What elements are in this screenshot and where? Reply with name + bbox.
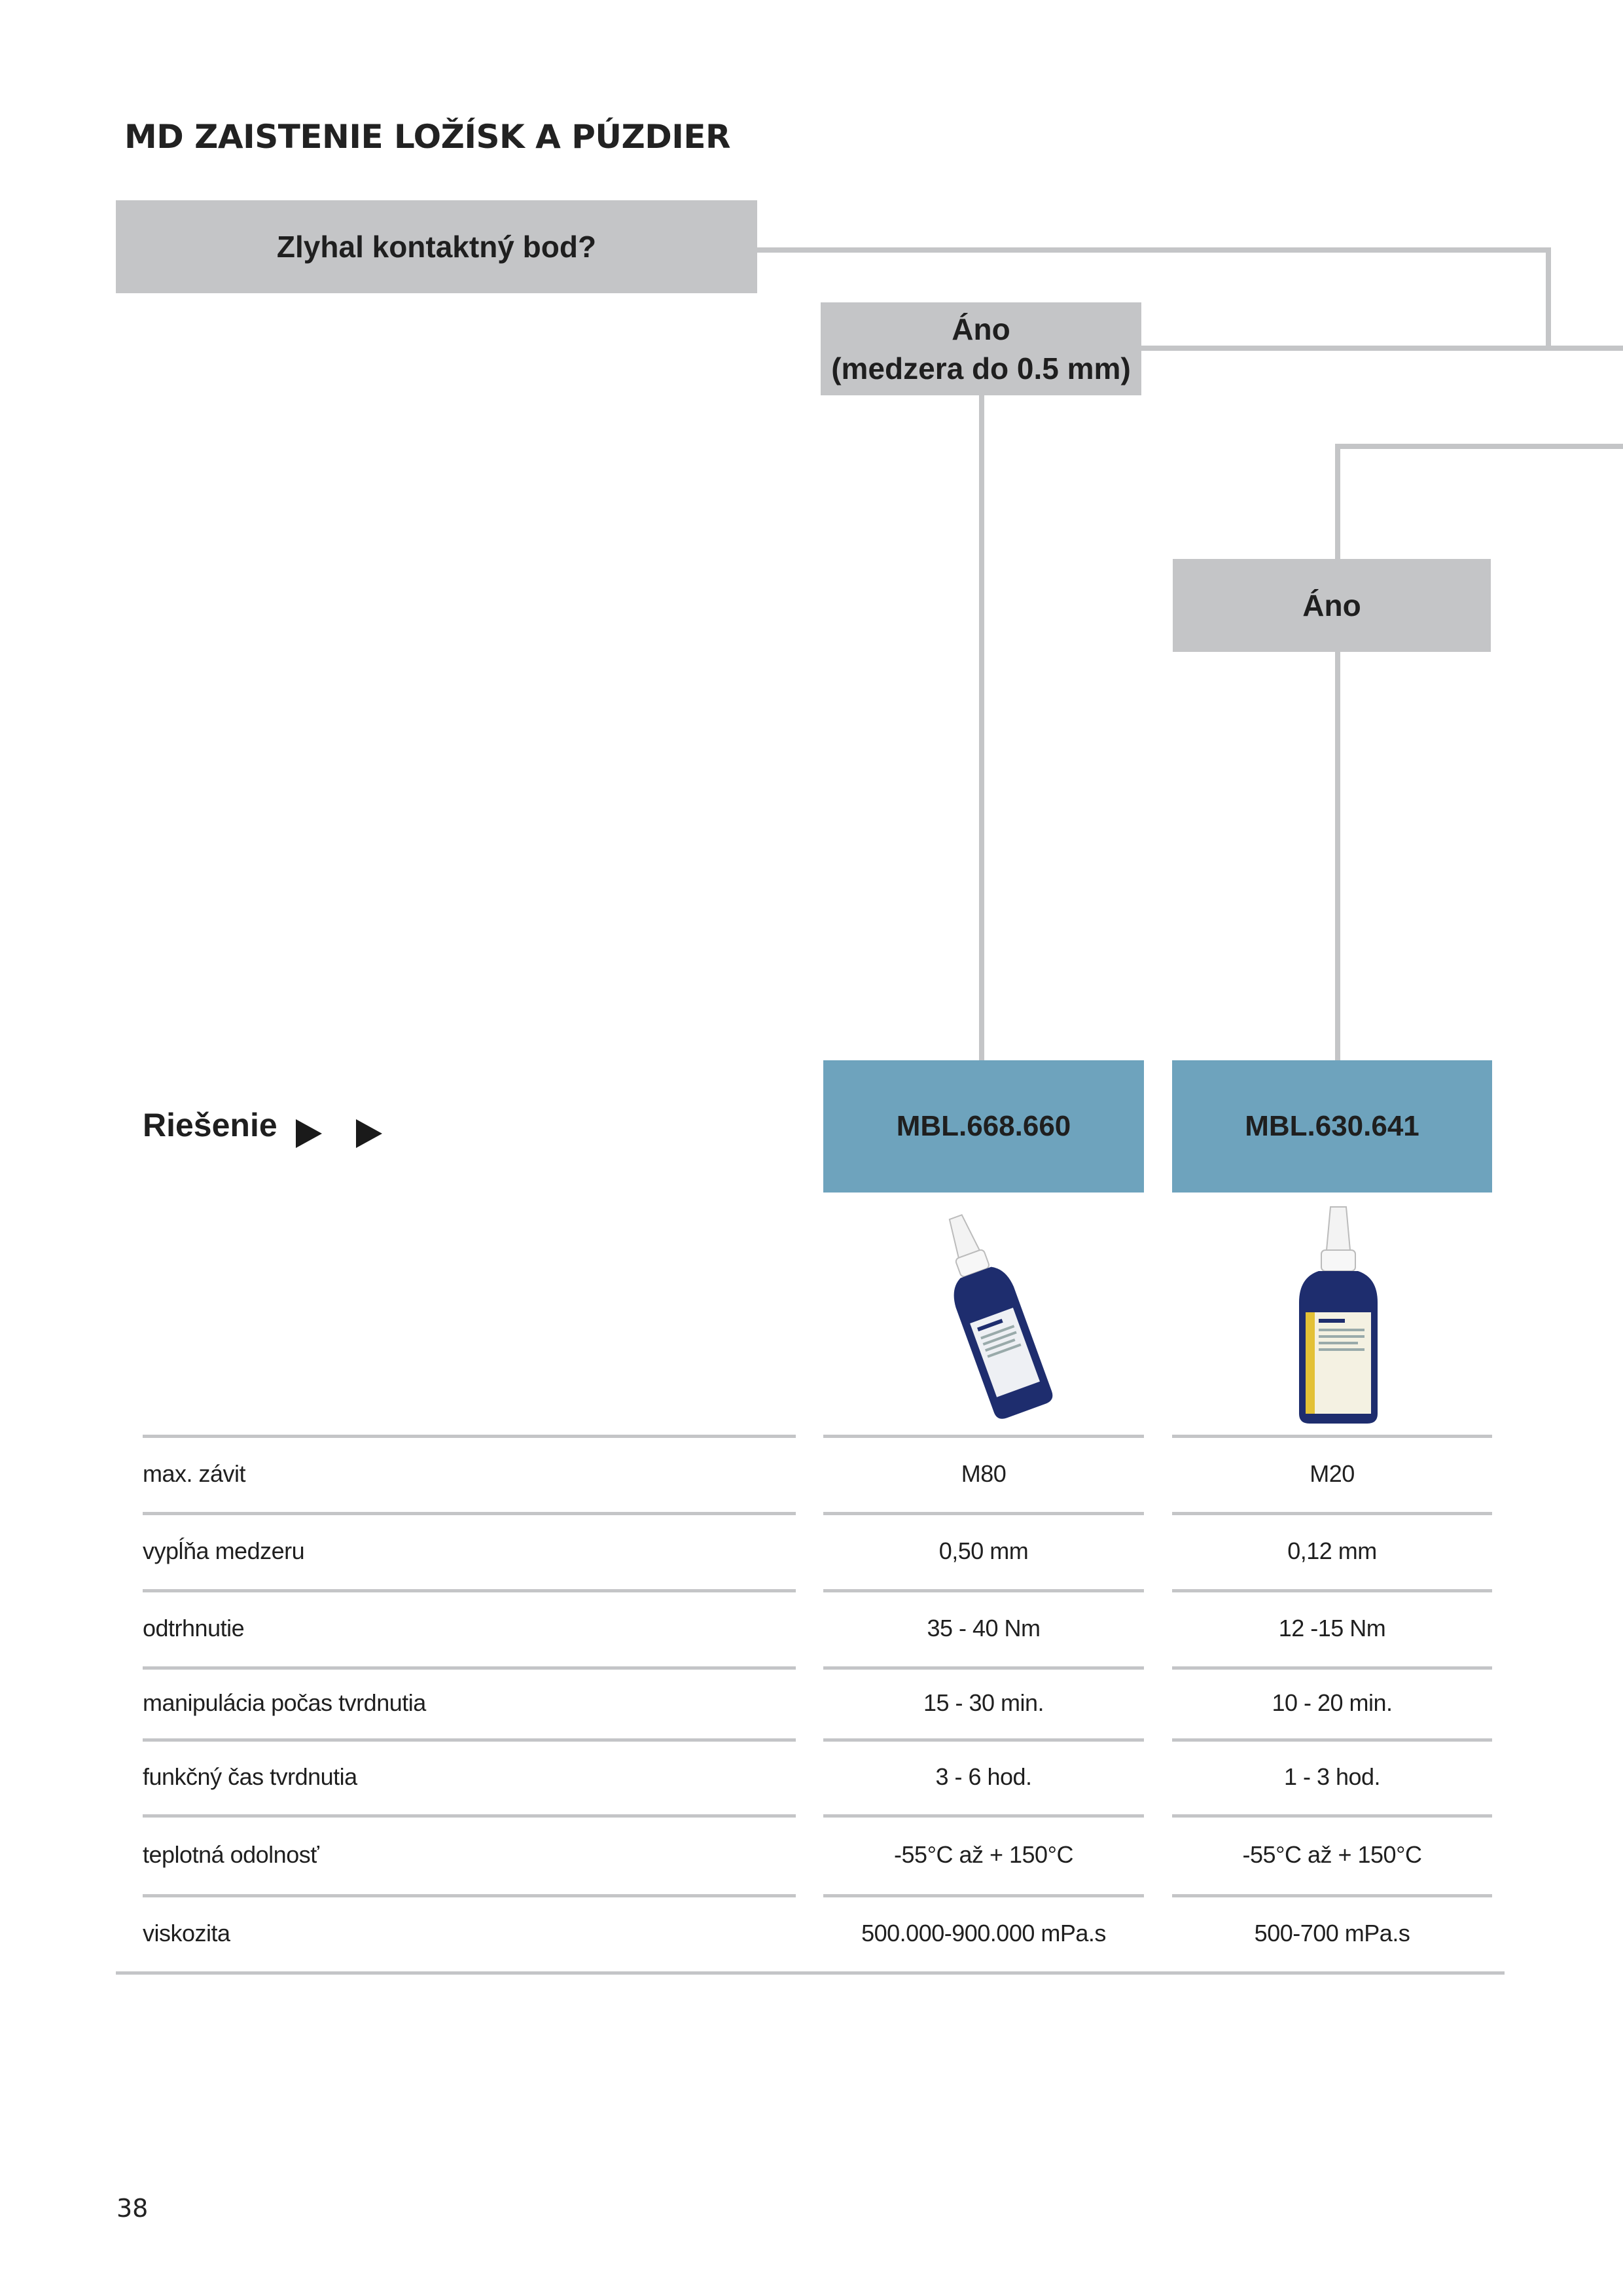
table-row-label: funkčný čas tvrdnutia bbox=[143, 1763, 357, 1790]
connector-line bbox=[1546, 247, 1551, 348]
connector-line bbox=[1141, 346, 1623, 351]
table-rule bbox=[1172, 1435, 1492, 1438]
branch-yes-box: Áno bbox=[1173, 559, 1491, 652]
table-rule bbox=[1172, 1666, 1492, 1670]
connector-line bbox=[1335, 444, 1340, 559]
table-cell: M80 bbox=[961, 1460, 1007, 1487]
page-number: 38 bbox=[116, 2194, 149, 2223]
arrow-right-icon bbox=[356, 1119, 382, 1148]
table-cell: 35 - 40 Nm bbox=[927, 1615, 1041, 1641]
product-box: MBL.630.641 bbox=[1172, 1060, 1492, 1193]
question-box: Zlyhal kontaktný bod? bbox=[116, 200, 757, 293]
table-rule bbox=[143, 1512, 796, 1515]
table-cell: 500.000-900.000 mPa.s bbox=[861, 1920, 1106, 1946]
table-rule bbox=[823, 1589, 1144, 1592]
page-title: MD ZAISTENIE LOŽÍSK A PÚZDIER bbox=[124, 118, 730, 156]
table-rule bbox=[823, 1666, 1144, 1670]
table-rule bbox=[823, 1512, 1144, 1515]
branch-yes-label: Áno bbox=[952, 312, 1010, 346]
table-rule bbox=[823, 1738, 1144, 1742]
table-cell: 15 - 30 min. bbox=[923, 1689, 1044, 1716]
table-rule bbox=[823, 1435, 1144, 1438]
connector-line bbox=[979, 394, 984, 1060]
table-cell: -55°C až + 150°C bbox=[1242, 1841, 1422, 1868]
table-row-label: teplotná odolnosť bbox=[143, 1841, 319, 1868]
table-rule bbox=[1172, 1814, 1492, 1818]
connector-line bbox=[1335, 444, 1623, 449]
table-cell: 1 - 3 hod. bbox=[1283, 1763, 1381, 1790]
table-rule bbox=[1172, 1894, 1492, 1897]
arrow-right-icon bbox=[296, 1119, 322, 1148]
product-box: MBL.668.660 bbox=[823, 1060, 1144, 1193]
table-rule bbox=[1172, 1589, 1492, 1592]
table-row-label: max. závit bbox=[143, 1460, 246, 1487]
product-bottle-image bbox=[948, 1213, 1053, 1419]
table-rule bbox=[143, 1435, 796, 1438]
connector-line bbox=[757, 247, 1551, 253]
table-cell: 0,50 mm bbox=[938, 1537, 1029, 1564]
table-rule bbox=[1172, 1738, 1492, 1742]
solution-label: Riešenie bbox=[143, 1107, 277, 1143]
branch-yes-gap-box: Áno (medzera do 0.5 mm) bbox=[821, 302, 1141, 395]
table-cell: 12 -15 Nm bbox=[1278, 1615, 1386, 1641]
branch-gap-label: (medzera do 0.5 mm) bbox=[831, 351, 1131, 386]
table-cell: 0,12 mm bbox=[1287, 1537, 1377, 1564]
table-rule bbox=[143, 1738, 796, 1742]
table-rule bbox=[823, 1894, 1144, 1897]
table-cell: M20 bbox=[1310, 1460, 1355, 1487]
table-row-label: viskozita bbox=[143, 1920, 230, 1946]
table-rule bbox=[143, 1814, 796, 1818]
branch-yes-label: Áno bbox=[1302, 588, 1361, 622]
table-cell: 500-700 mPa.s bbox=[1254, 1920, 1410, 1946]
question-text: Zlyhal kontaktný bod? bbox=[276, 230, 597, 264]
table-cell: 3 - 6 hod. bbox=[935, 1763, 1032, 1790]
connector-line bbox=[1335, 651, 1340, 1060]
table-row-label: odtrhnutie bbox=[143, 1615, 245, 1641]
table-rule bbox=[1172, 1512, 1492, 1515]
table-rule bbox=[143, 1666, 796, 1670]
table-bottom-rule bbox=[116, 1971, 1505, 1975]
table-rule bbox=[143, 1589, 796, 1592]
table-row-label: manipulácia počas tvrdnutia bbox=[143, 1689, 426, 1716]
table-row-label: vypĺňa medzeru bbox=[143, 1537, 305, 1564]
table-rule bbox=[823, 1814, 1144, 1818]
product-code: MBL.630.641 bbox=[1245, 1110, 1419, 1142]
table-cell: 10 - 20 min. bbox=[1272, 1689, 1393, 1716]
product-code: MBL.668.660 bbox=[896, 1110, 1071, 1142]
product-bottle-image bbox=[1299, 1206, 1378, 1424]
table-cell: -55°C až + 150°C bbox=[894, 1841, 1073, 1868]
table-rule bbox=[143, 1894, 796, 1897]
